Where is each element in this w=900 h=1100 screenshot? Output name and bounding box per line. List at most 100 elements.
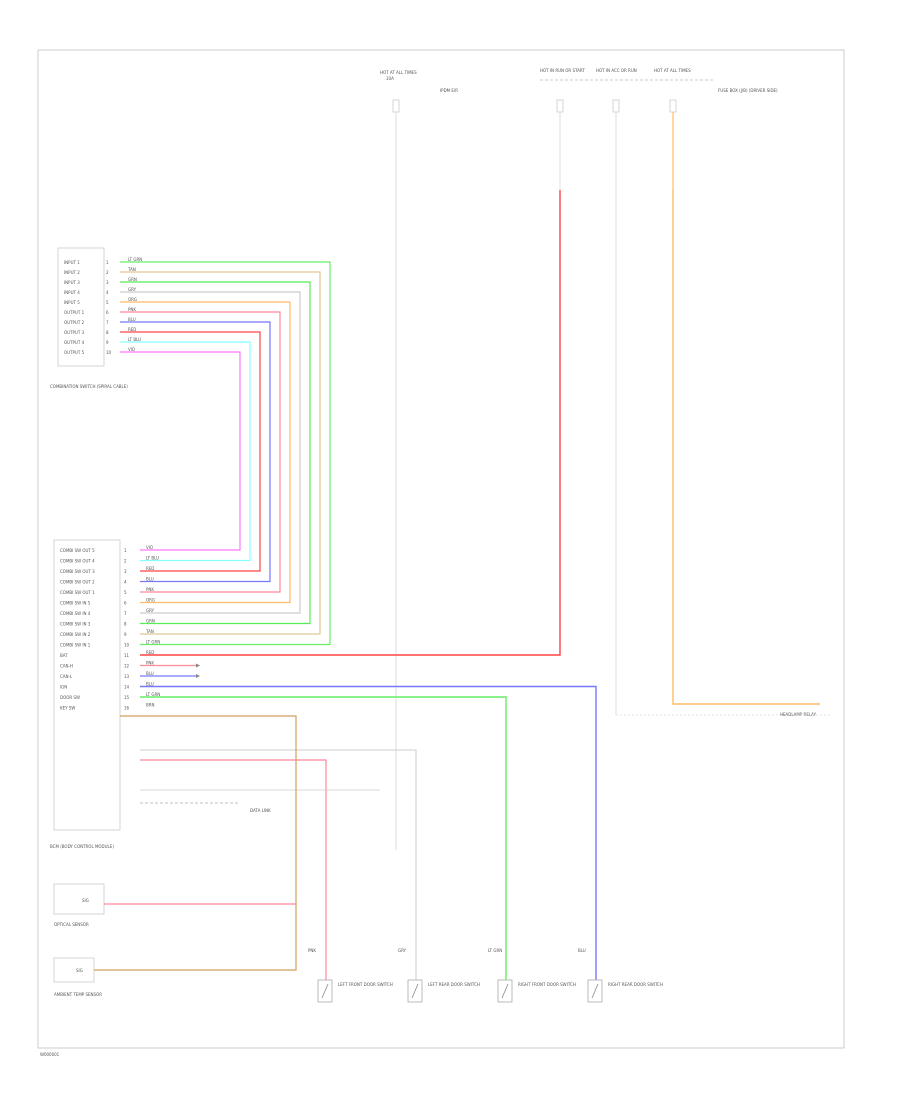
- switch-pin-name: INPUT 5: [64, 300, 80, 305]
- footer-id: W000001: [40, 1052, 60, 1057]
- bcm-pin-name: COMBI SW OUT 5: [60, 548, 95, 553]
- switch-pin-number: 6: [106, 310, 109, 315]
- switch-pin-number: 4: [106, 290, 109, 295]
- fuse-3-label: HOT IN ACC OR RUN: [596, 68, 637, 73]
- switch-bcm-wire: [120, 301, 291, 604]
- bcm-pin-number: 4: [124, 580, 127, 585]
- bcm-pin-number: 11: [124, 653, 130, 658]
- relay-wire: [672, 190, 820, 705]
- bcm-caption: BCM (BODY CONTROL MODULE): [50, 844, 114, 849]
- fuse-1-label: HOT AT ALL TIMES: [380, 70, 417, 75]
- switch-bcm-wire: [120, 321, 271, 583]
- ambient-sensor-block: [53, 957, 95, 983]
- switch-pin-name: INPUT 4: [64, 290, 80, 295]
- bcm-pin-color: RED: [146, 650, 154, 655]
- bcm-pin-number: 7: [124, 611, 127, 616]
- bcm-pin-color: BLU: [146, 671, 154, 676]
- switch-pin-number: 2: [106, 270, 109, 275]
- switch-pin-color: LT GRN: [128, 257, 142, 262]
- switch-pin-color: GRY: [128, 287, 137, 292]
- bcm-pin-name: DOOR SW: [60, 695, 80, 700]
- ipdm-note: IPDM E/R: [440, 88, 458, 93]
- bcm-pin-color: BRN: [146, 703, 155, 708]
- can-arrow: [196, 663, 200, 668]
- bcm-pin-color: RED: [146, 566, 154, 571]
- diagram-frame: [37, 49, 845, 1049]
- switch-bcm-wire: [120, 351, 241, 551]
- door-switch-wire-color: PNK: [308, 948, 316, 953]
- bcm-extra-wire: [140, 190, 561, 656]
- switch-pin-name: OUTPUT 4: [64, 340, 85, 345]
- relay-caption: HEADLAMP RELAY: [780, 712, 817, 717]
- switch-bcm-wire: [120, 291, 301, 614]
- switch-pin-number: 10: [106, 350, 112, 355]
- ambient-sensor-caption: AMBIENT TEMP SENSOR: [54, 992, 102, 997]
- switch-pin-name: INPUT 1: [64, 260, 80, 265]
- switch-pin-color: PNK: [128, 307, 136, 312]
- switch-pin-color: RED: [128, 327, 136, 332]
- bcm-pin-color: GRY: [146, 608, 155, 613]
- bcm-pin-name: COMBI SW OUT 2: [60, 580, 95, 585]
- ambient-sensor-wire: [94, 715, 297, 971]
- door-switch-symbol: [317, 979, 333, 1003]
- door-switch-caption: LEFT REAR DOOR SWITCH: [428, 982, 480, 987]
- door-switch-contact: [411, 983, 419, 999]
- can-arrow: [196, 674, 200, 678]
- switch-pin-name: OUTPUT 3: [64, 330, 85, 335]
- bcm-pin-color: GRN: [146, 619, 155, 624]
- door-switch-wire-color: LT GRN: [488, 948, 502, 953]
- bcm-pin-name: COMBI SW IN 2: [60, 632, 91, 637]
- bcm-pin-name: COMBI SW OUT 1: [60, 590, 95, 595]
- door-switch-contact: [501, 983, 509, 999]
- bcm-pin-color: TAN: [145, 629, 154, 634]
- bcm-pin-color: LT GRN: [146, 692, 160, 697]
- bcm-pin-number: 8: [124, 622, 127, 627]
- switch-pin-number: 7: [106, 320, 109, 325]
- bcm-pin-number: 16: [124, 706, 130, 711]
- bcm-pin-color: PNK: [146, 661, 154, 666]
- door-switch-contact: [321, 983, 329, 999]
- switch-pin-color: VIO: [128, 347, 135, 352]
- switch-pin-name: OUTPUT 5: [64, 350, 85, 355]
- switch-bcm-wire: [120, 311, 281, 593]
- bcm-pin-number: 13: [124, 674, 130, 679]
- fuse-1-sub: 10A: [386, 76, 394, 81]
- bcm-pin-name: BAT: [60, 653, 68, 658]
- switch-bcm-wire: [120, 261, 331, 646]
- fuse-4-symbol: [669, 99, 677, 113]
- switch-pin-number: 1: [106, 260, 109, 265]
- door-switch-symbol: [587, 979, 603, 1003]
- bcm-pin-color: LT BLU: [146, 556, 159, 561]
- wire-bundle: [120, 190, 597, 980]
- ambient-sensor-pin: SIG: [76, 968, 83, 973]
- switch-pin-name: OUTPUT 1: [64, 310, 85, 315]
- fuse-2-symbol: [556, 99, 564, 113]
- bcm-pin-number: 9: [124, 632, 127, 637]
- switch-pin-name: OUTPUT 2: [64, 320, 85, 325]
- switch-pin-color: GRN: [128, 277, 137, 282]
- switch-bcm-wire: [120, 271, 321, 635]
- bcm-pin-number: 6: [124, 601, 127, 606]
- bcm-pin-number: 15: [124, 695, 130, 700]
- fuse-1-symbol: [392, 99, 400, 113]
- bcm-pin-name: COMBI SW IN 4: [60, 611, 91, 616]
- bcm-extra-wire: [140, 696, 507, 980]
- switch-caption: COMBINATION SWITCH (SPIRAL CABLE): [50, 384, 128, 389]
- bcm-pin-name: COMBI SW IN 1: [60, 643, 91, 648]
- bcm-block: [53, 539, 121, 831]
- switch-bcm-wire: [120, 341, 251, 562]
- door-switch-wire-color: GRY: [398, 948, 407, 953]
- bcm-pin-number: 5: [124, 590, 127, 595]
- bcm-pin-number: 14: [124, 685, 130, 690]
- bcm-pin-color: BLU: [146, 577, 154, 582]
- bcm-pin-color: VIO: [146, 545, 153, 550]
- bcm-pin-number: 12: [124, 664, 130, 669]
- bcm-pin-name: CAN-H: [60, 664, 73, 669]
- combination-switch-block: [57, 247, 105, 367]
- bcm-pin-number: 2: [124, 559, 127, 564]
- switch-bcm-wire: [120, 281, 311, 625]
